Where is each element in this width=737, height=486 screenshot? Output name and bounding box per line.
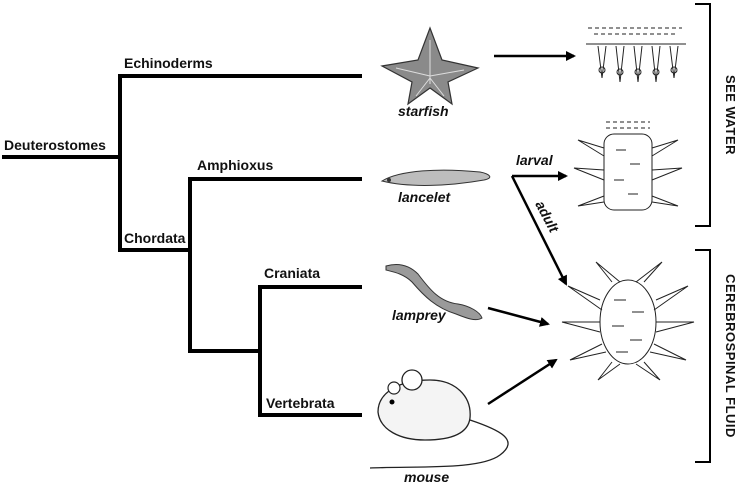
- clade-chordata-label: Chordata: [124, 230, 186, 246]
- arrows: [487, 51, 576, 406]
- csf-bracket: [695, 249, 711, 463]
- root-label: Deuterostomes: [4, 137, 106, 153]
- sea-water-cells-top: [586, 27, 686, 83]
- lamprey-illustration: [385, 263, 483, 321]
- clade-vertebrata-label: Vertebrata: [266, 395, 335, 411]
- organism-lancelet-label: lancelet: [398, 189, 451, 205]
- sea-water-label: SEE WATER: [723, 75, 737, 155]
- csf-label: CEREBROSPINAL FLUID: [723, 274, 737, 438]
- clade-echinoderms-label: Echinoderms: [124, 55, 213, 71]
- sea-water-cells-larval: [573, 121, 683, 211]
- organism-starfish-label: starfish: [398, 103, 449, 119]
- organism-mouse-label: mouse: [404, 469, 449, 485]
- clade-craniata-label: Craniata: [264, 265, 320, 281]
- adult-arrow: [510, 175, 568, 286]
- csf-cells: [561, 261, 695, 381]
- mouse-arrow: [487, 358, 558, 406]
- organism-lamprey-label: lamprey: [392, 307, 447, 323]
- starfish-illustration: [380, 26, 480, 106]
- lancelet-illustration: [380, 169, 491, 186]
- clade-amphioxus-label: Amphioxus: [197, 157, 273, 173]
- stage-adult-label: adult: [532, 198, 562, 236]
- lamprey-arrow: [487, 306, 550, 327]
- tree-lines: [2, 74, 362, 417]
- mouse-illustration: [369, 369, 509, 469]
- sea-water-bracket: [695, 3, 711, 227]
- stage-larval-label: larval: [516, 152, 554, 168]
